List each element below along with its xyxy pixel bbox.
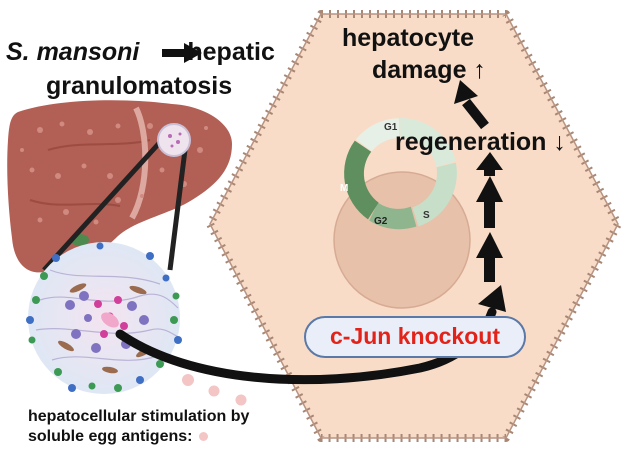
- stimulation-caption-text: soluble egg antigens:: [28, 428, 193, 445]
- granuloma-magnified: [26, 123, 191, 394]
- stimulation-caption-line-2: soluble egg antigens:: [28, 428, 208, 446]
- stimulation-caption-line-1: hepatocellular stimulation by: [28, 408, 250, 425]
- c-jun-knockout-badge: c-Jun knockout: [304, 316, 526, 358]
- cell-cycle-ring: G1 S G2 M: [340, 118, 457, 230]
- title-arrow-icon: [162, 43, 202, 63]
- damage-arrow: [454, 80, 489, 130]
- phase-label-g2: G2: [374, 216, 388, 227]
- species-name: S. mansoni: [6, 38, 140, 66]
- hepatocyte-damage-line-2: damage ↑: [372, 56, 486, 84]
- title-hepatic: hepatic: [187, 38, 275, 66]
- phase-label-m: M: [340, 183, 348, 194]
- stimulation-arrowhead: [478, 285, 506, 312]
- title-line-2: granulomatosis: [46, 72, 233, 100]
- antigen-legend-dot-icon: [198, 432, 208, 442]
- regeneration-label: regeneration ↓: [395, 128, 566, 156]
- regeneration-arrow-chain: [476, 152, 503, 282]
- hepatocyte-damage-line-1: hepatocyte: [342, 24, 474, 52]
- phase-label-s: S: [423, 210, 430, 221]
- soluble-egg-antigens: [182, 374, 247, 406]
- title-line-1: S. mansoni hepatic: [6, 38, 275, 67]
- phase-label-g1: G1: [384, 122, 398, 133]
